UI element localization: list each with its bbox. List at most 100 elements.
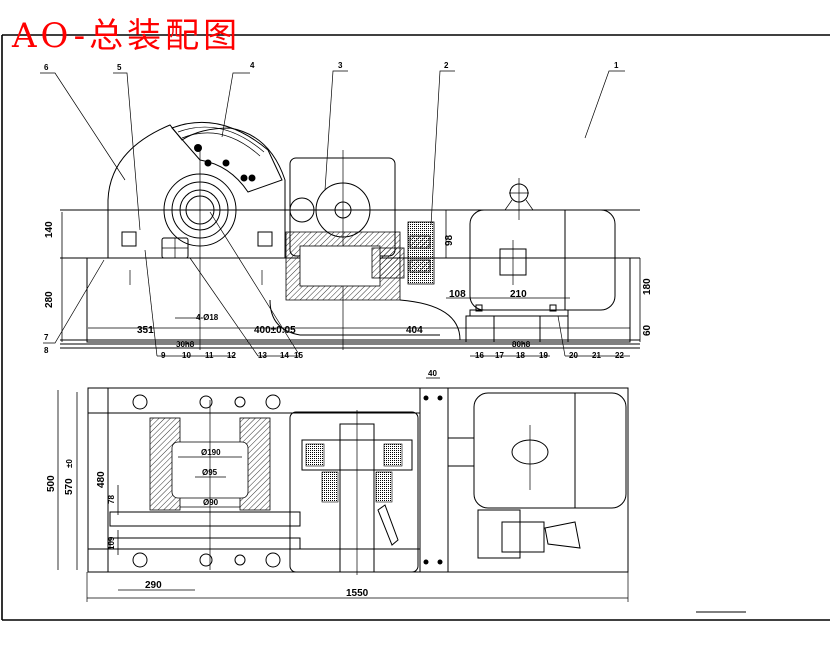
balloon-12: 12 (227, 351, 236, 360)
dim-label-108: 108 (449, 289, 466, 300)
balloon-3: 3 (338, 61, 343, 70)
leader-1 (584, 70, 625, 139)
top-flange (419, 377, 449, 573)
bearing-mid-right (375, 471, 393, 503)
flange-column (419, 387, 449, 573)
gearbox-foot-curve (269, 299, 440, 336)
dim-label-404: 404 (406, 325, 423, 336)
coupling-hatch-top (409, 235, 431, 249)
flange-bolt-4 (437, 559, 443, 565)
motor-shaft-top (447, 437, 475, 467)
motor-bolt-left (475, 304, 483, 312)
coupling-hatch-bottom (409, 259, 431, 273)
balloon-19: 19 (539, 351, 548, 360)
balloon-4: 4 (250, 61, 255, 70)
dim-label-30h8: 30h8 (176, 340, 195, 349)
brake-handle (544, 521, 581, 549)
top-bolts (132, 394, 281, 568)
leader-5 (113, 72, 141, 231)
bolt-bottom-3 (234, 554, 246, 566)
motor-top-body (473, 392, 627, 509)
balloon-18: 18 (516, 351, 525, 360)
bolt-2 (204, 159, 212, 167)
bolt-bottom-1 (132, 552, 148, 568)
balloon-21: 21 (592, 351, 601, 360)
dim-label-480: 480 (96, 471, 107, 488)
leader-9 (144, 249, 158, 357)
flange-bolt-1 (423, 395, 429, 401)
bolt-head-right (257, 231, 273, 247)
leader-3 (324, 70, 348, 191)
shaft-sleeve (371, 247, 405, 279)
bearing-right (383, 443, 403, 467)
top-motor (447, 392, 627, 559)
drawing-frame (1, 34, 830, 621)
dim-label-1550: 1550 (346, 588, 369, 599)
worm-shaft-circle (289, 197, 315, 223)
dim-label-40: 40 (428, 369, 437, 378)
drawing-title: AO-总装配图 (12, 16, 242, 56)
balloon-9: 9 (161, 351, 166, 360)
flange-bolt-3 (423, 559, 429, 565)
dim-label-290: 290 (145, 580, 162, 591)
balloon-5: 5 (117, 63, 122, 72)
top-gearbox (289, 410, 419, 575)
gearbox-top-case (289, 411, 419, 573)
guard-arc-2 (181, 132, 261, 157)
dim-label-drum-mid: Ø95 (202, 468, 218, 477)
gear-chamber (299, 245, 381, 287)
guard-arc-1 (177, 126, 265, 153)
balloon-14: 14 (280, 351, 289, 360)
coupling (407, 221, 435, 285)
bolt-5 (248, 174, 256, 182)
top-dimensions (57, 390, 629, 602)
balloon-15: 15 (294, 351, 303, 360)
lifting-eye-leg-r (525, 199, 534, 211)
housing-outline (107, 124, 286, 258)
balloon-20: 20 (569, 351, 578, 360)
base-curve (399, 299, 461, 341)
dim-label-351: 351 (137, 325, 154, 336)
motor-foot-left (465, 315, 495, 343)
dim-label-80h8: 80h8 (512, 340, 531, 349)
bolt-bottom-4 (265, 552, 281, 568)
balloon-1: 1 (614, 61, 619, 70)
dim-label-drum-od: Ø190 (201, 448, 221, 457)
leader-4 (221, 72, 250, 138)
dim-label-570: 570 (64, 478, 75, 495)
balloon-10: 10 (182, 351, 191, 360)
dim-label-500: 500 (46, 475, 57, 492)
bolt-head-left (121, 231, 137, 247)
balloon-11: 11 (205, 351, 214, 360)
dim-label-drum-id: Ø90 (203, 498, 219, 507)
balloon-7: 7 (44, 333, 49, 342)
balloon-16: 16 (475, 351, 484, 360)
dim-label-570-tol: ±0 (65, 459, 74, 468)
bolt-bottom-2 (199, 553, 213, 567)
gearbox (269, 150, 461, 350)
motor-foot-right (539, 315, 569, 343)
bolt-top-1 (132, 394, 148, 410)
dim-label-78: 78 (107, 495, 116, 504)
bearing-mid-left (321, 471, 339, 503)
dim-label-98: 98 (444, 234, 455, 246)
leader-7 (43, 259, 105, 344)
lifting-eye-leg-l (504, 199, 513, 211)
bolt-1 (194, 144, 202, 152)
bolt-3 (222, 159, 230, 167)
guard-cover (171, 121, 283, 193)
top-view: Ø190 Ø95 Ø90 (46, 369, 629, 602)
drum-housing (107, 121, 286, 350)
balloon-13: 13 (258, 351, 267, 360)
balloon-22: 22 (615, 351, 624, 360)
balloon-2: 2 (444, 61, 449, 70)
balloon-6: 6 (44, 63, 49, 72)
brake-unit (501, 521, 545, 553)
leader-20 (557, 315, 566, 357)
dim-label-140: 140 (44, 221, 55, 238)
balloon-labels: 6 5 4 3 2 1 7 8 9 10 11 12 13 14 15 16 1… (44, 61, 624, 360)
lower-shaft (109, 537, 301, 550)
leader-6 (40, 72, 126, 181)
dim-label-bolt-spec: 4-Ø18 (196, 313, 219, 322)
